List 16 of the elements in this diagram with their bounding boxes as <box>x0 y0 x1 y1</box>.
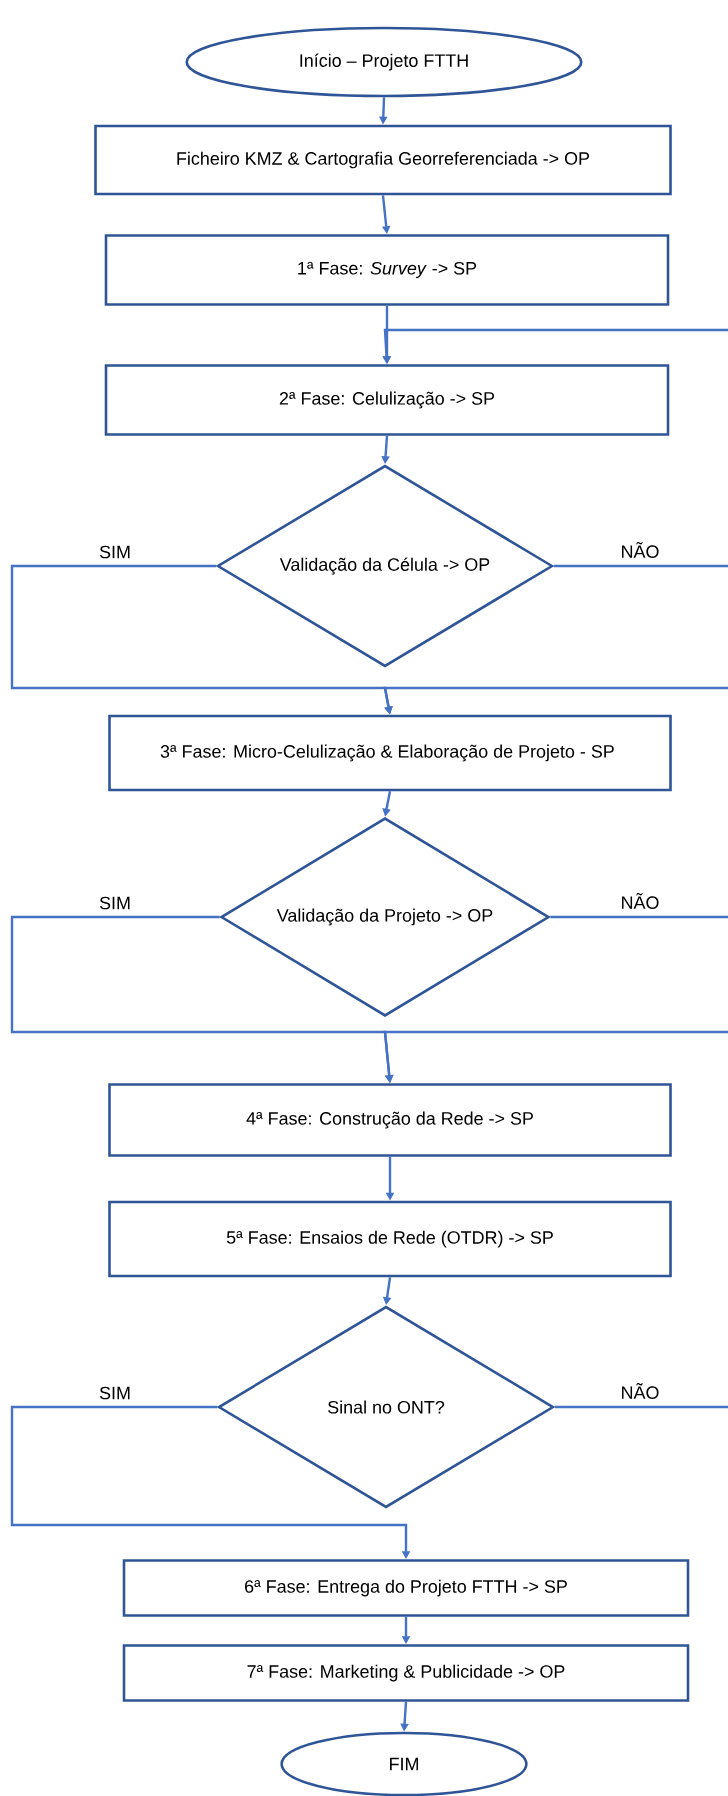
arrow <box>383 1030 728 1409</box>
process-box: 1ª Fase: Survey -> SP <box>104 234 670 306</box>
process-box: 7ª Fase: Marketing & Publicidade -> OP <box>122 1644 690 1702</box>
edge-label: NÃO <box>622 893 659 909</box>
edge-label: SIM <box>99 896 130 910</box>
edge-label: NÃO <box>622 1383 659 1399</box>
process-box: Ficheiro KMZ & Cartografia Georreferenciada -> OP <box>94 124 672 196</box>
process-box: 5ª Fase: Ensaios de Rede (OTDR) -> SP <box>108 1200 672 1278</box>
arrow <box>383 686 728 919</box>
edge-label: SIM <box>99 1386 130 1400</box>
process-box: 2ª Fase: Celulização -> SP <box>104 364 670 436</box>
process-box: 3ª Fase: Micro-Celulização & Elaboração de Projeto - SP <box>108 714 672 792</box>
edge-label: NÃO <box>622 542 659 558</box>
edge-label: SIM <box>99 545 130 559</box>
process-box: 4ª Fase: Construção da Rede -> SP <box>108 1083 672 1157</box>
process-box: 6ª Fase: Entrega do Projeto FTTH -> SP <box>122 1559 690 1617</box>
